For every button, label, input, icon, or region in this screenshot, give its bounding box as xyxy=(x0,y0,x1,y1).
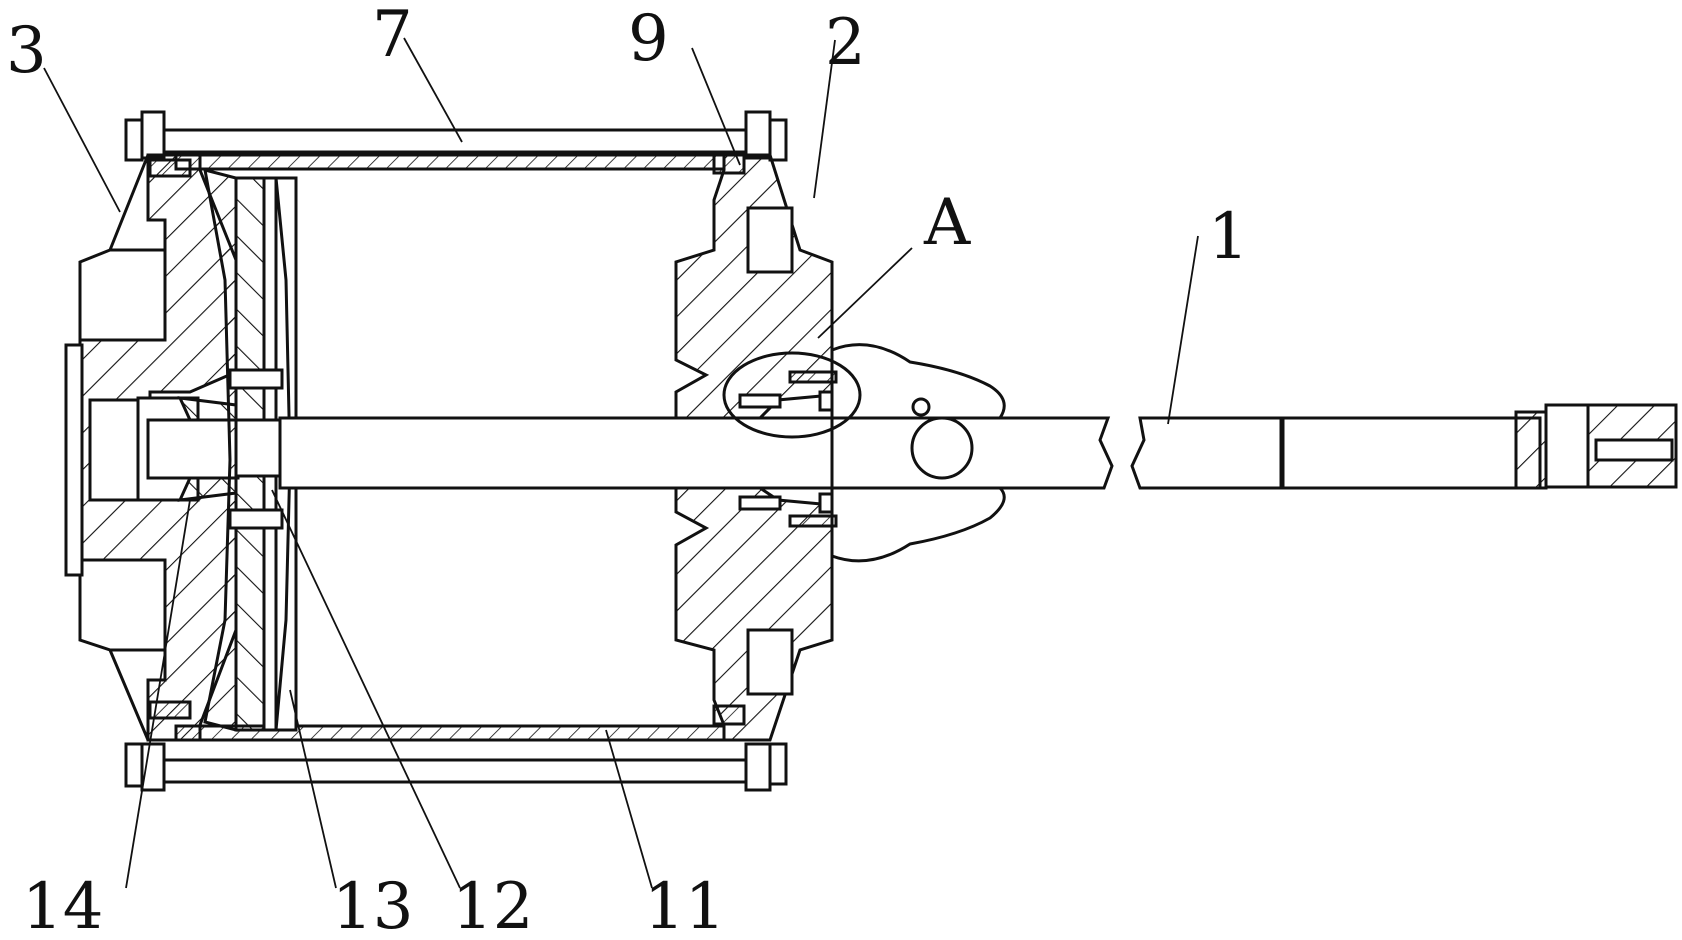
label-detail-a: A xyxy=(923,186,971,260)
detail-a-circle xyxy=(722,351,862,439)
tie-rod-bottom xyxy=(124,742,788,792)
label-end-cap-left: 3 xyxy=(6,14,47,88)
label-end-cap-right: 2 xyxy=(825,6,866,80)
label-seal-left: 14 xyxy=(22,870,103,940)
clevis-bracket xyxy=(831,343,1006,563)
label-rod: 1 xyxy=(1208,200,1249,274)
label-piston-rod-nut: 12 xyxy=(452,870,533,940)
label-tie-rod: 7 xyxy=(372,0,413,72)
part-labels: 3 7 9 2 A 1 14 13 12 11 xyxy=(6,0,1249,940)
piston-rod xyxy=(234,403,1678,490)
leader-lines xyxy=(43,37,1199,889)
label-cylinder-barrel: 11 xyxy=(644,870,725,940)
label-seal-right: 9 xyxy=(628,2,669,76)
end-cap-left xyxy=(64,153,240,742)
tie-rod-top xyxy=(124,110,788,162)
label-piston: 13 xyxy=(332,870,413,940)
